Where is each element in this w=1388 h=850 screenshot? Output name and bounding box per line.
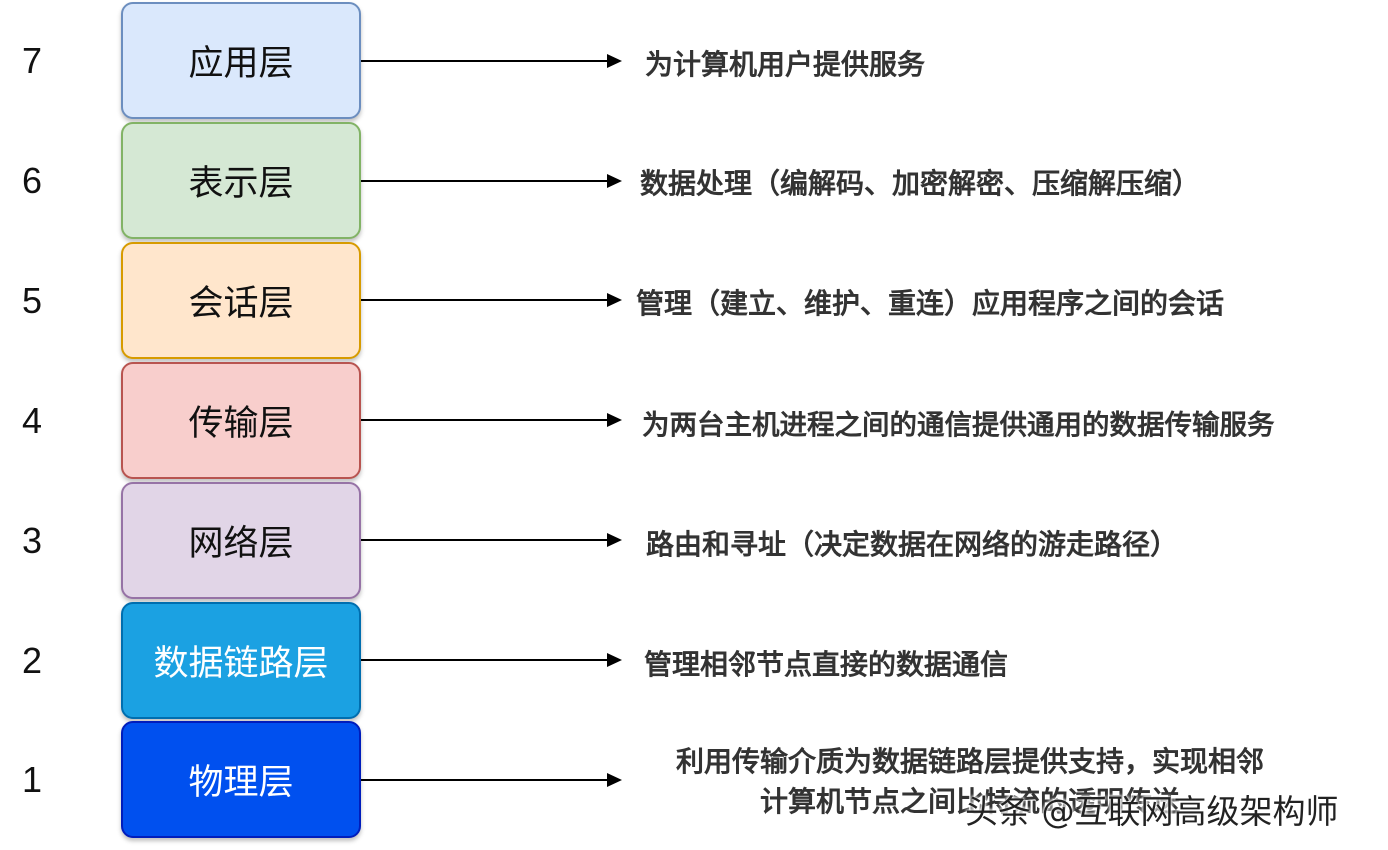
layer-label-presentation: 表示层 (188, 164, 294, 204)
layer-description-data-link: 管理相邻节点直接的数据通信 (644, 648, 1009, 681)
arrow-icon (361, 174, 622, 188)
layer-box-application: 应用层 (121, 2, 361, 119)
layer-label-transport: 传输层 (188, 404, 294, 444)
layer-description-presentation: 数据处理（编解码、加密解密、压缩解压缩） (640, 167, 1201, 200)
layer-box-data-link: 数据链路层 (121, 602, 361, 719)
layer-label-network: 网络层 (188, 524, 294, 564)
watermark: 头条 @互联网高级架构师 (965, 792, 1339, 831)
layer-description-application: 为计算机用户提供服务 (645, 48, 926, 81)
layer-description-transport: 为两台主机进程之间的通信提供通用的数据传输服务 (642, 409, 1275, 441)
arrow-icon (361, 653, 622, 667)
layer-number-1: 1 (22, 759, 43, 800)
arrow-icon (361, 293, 622, 307)
layer-description-session: 管理（建立、维护、重连）应用程序之间的会话 (636, 287, 1225, 320)
layer-description-physical-line-2: 计算机节点之间比特流的透明传送 (759, 785, 1180, 818)
layer-number-5: 5 (22, 280, 43, 321)
layer-number-2: 2 (22, 640, 43, 681)
layer-number-3: 3 (22, 520, 43, 561)
layer-box-network: 网络层 (121, 482, 361, 599)
arrow-icon (361, 773, 622, 787)
layer-label-session: 会话层 (188, 284, 294, 324)
layer-description-physical-line-1: 利用传输介质为数据链路层提供支持，实现相邻 (675, 745, 1264, 778)
layer-box-transport: 传输层 (121, 362, 361, 479)
layer-box-physical: 物理层 (121, 721, 361, 838)
layer-number-4: 4 (22, 400, 43, 441)
arrow-icon (361, 54, 622, 68)
layer-description-physical: 利用传输介质为数据链路层提供支持，实现相邻 计算机节点之间比特流的透明传送 (634, 742, 1306, 822)
layer-number-6: 6 (22, 160, 43, 201)
arrow-icon (361, 533, 622, 547)
layer-number-7: 7 (22, 40, 43, 81)
layer-label-physical: 物理层 (188, 763, 294, 803)
layer-label-data-link: 数据链路层 (153, 644, 329, 684)
arrow-icon (361, 413, 622, 427)
layer-box-session: 会话层 (121, 242, 361, 359)
layer-label-application: 应用层 (188, 44, 294, 84)
layer-description-network: 路由和寻址（决定数据在网络的游走路径） (646, 528, 1179, 561)
layer-box-presentation: 表示层 (121, 122, 361, 239)
